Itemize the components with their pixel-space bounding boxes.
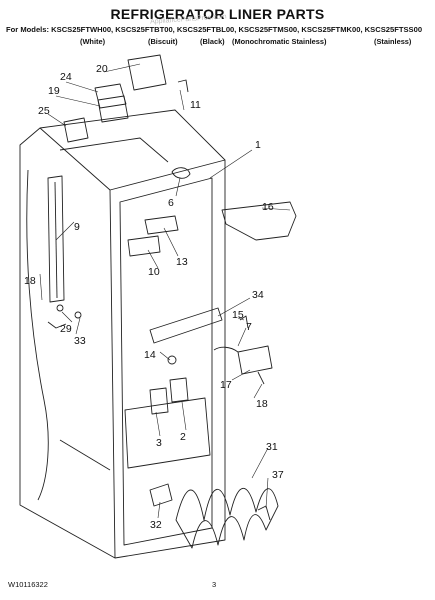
finish-monochromatic-stainless: (Monochromatic Stainless) [232,37,327,46]
part-14 [167,355,177,365]
callout-9: 9 [74,221,80,233]
callout-24: 24 [60,71,72,83]
callout-37: 37 [272,469,284,481]
callout-3: 3 [156,437,162,449]
callout-1: 1 [255,139,261,151]
callout-14: 14 [144,349,156,361]
callout-18b: 18 [256,398,268,410]
callout-10: 10 [148,266,160,278]
heater-coil-31 [175,488,279,549]
finishes-row: (White) (Biscuit) (Black) (Monochromatic… [0,37,435,47]
callout-19: 19 [48,85,60,97]
callout-16: 16 [262,201,274,213]
page-number: 3 [212,580,217,589]
part-25 [63,117,89,143]
callout-15: 15 [232,309,244,321]
callout-32: 32 [150,519,162,531]
models-line: For Models: KSCS25FTWH00, KSCS25FTBT00, … [6,25,423,34]
left-rail [47,175,65,303]
callout-6: 6 [168,197,174,209]
callout-25: 25 [38,105,50,117]
finish-black: (Black) [200,37,225,46]
callout-34: 34 [252,289,264,301]
page-title: REFRIGERATOR LINER PARTS [110,6,325,22]
finish-white: (White) [80,37,106,46]
part-32 [149,483,173,507]
callout-11: 11 [190,99,201,111]
liner-outline [19,109,226,559]
callout-7: 7 [246,321,252,333]
callout-17: 17 [220,379,232,391]
finish-biscuit: (Biscuit) [148,37,178,46]
callout-2: 2 [180,431,186,443]
part-6 [171,167,191,179]
part-13 [144,215,179,235]
callout-20: 20 [96,63,108,75]
callout-29: 29 [60,323,72,335]
callout-18a: 18 [24,275,36,287]
part-20 [127,54,167,91]
callout-33: 33 [74,335,86,347]
part-17 [237,345,273,375]
bracket-2 [169,377,189,403]
shelf-bar-34 [149,307,223,344]
finish-stainless: (Stainless) [374,37,412,46]
callout-31: 31 [266,441,278,453]
part-10 [127,235,161,257]
doc-number: W10116322 [8,580,48,589]
callout-13: 13 [176,256,188,268]
side-trim-16 [221,201,297,241]
bracket-3 [149,387,169,415]
part-19 [97,95,129,123]
